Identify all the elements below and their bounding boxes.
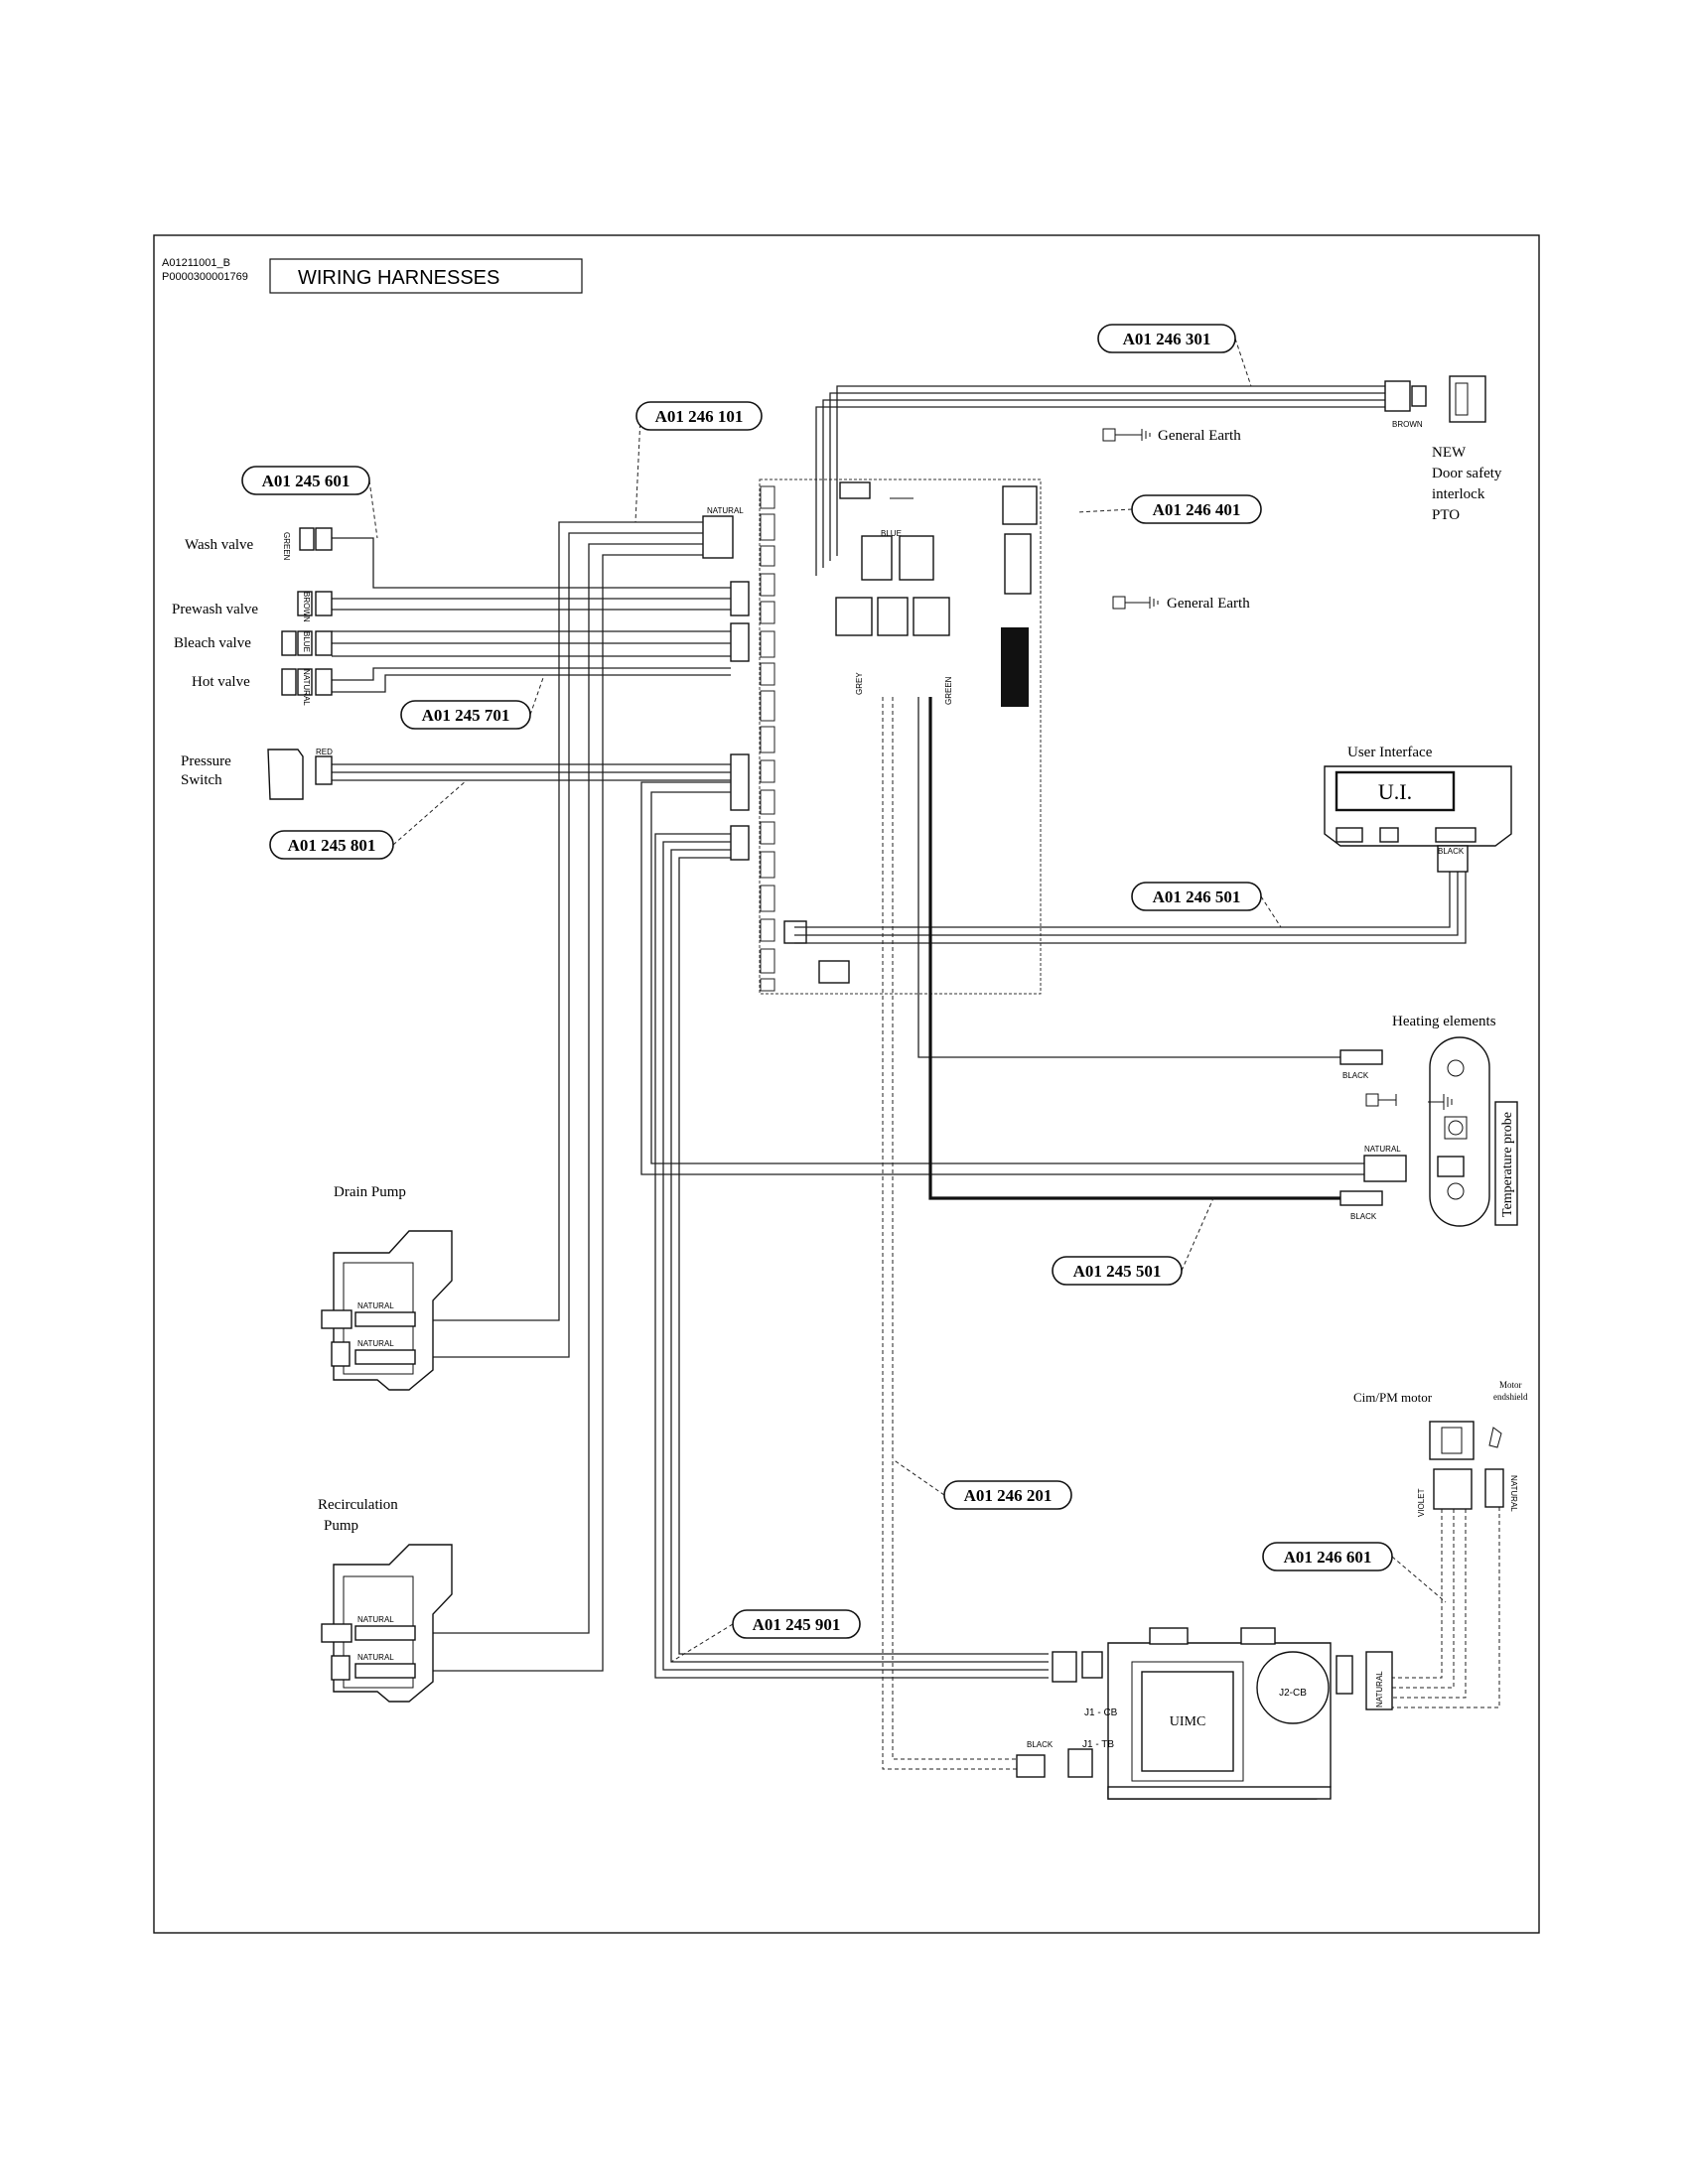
ui-display-text: U.I. [1378,779,1412,804]
black-cable-bundle [1001,627,1029,707]
recirc-label-2: Pump [324,1518,358,1534]
page-title: WIRING HARNESSES [298,267,499,289]
valves-group: Wash valve GREEN Prewash valve BROWN Ble… [172,506,953,800]
wire-color-black-heat-2: BLACK [1350,1212,1377,1221]
wire-color-brown-valve: BROWN [302,592,311,622]
pressure-label-2: Switch [181,772,222,788]
part-a01-246-601: A01 246 601 [1284,1548,1372,1567]
temperature-probe-label: Temperature probe [1500,1112,1515,1217]
recirc-label-1: Recirculation [318,1497,398,1513]
wire-color-natural-motor: NATURAL [1509,1475,1518,1512]
heating-elements-label: Heating elements [1392,1014,1496,1029]
part-a01-246-401: A01 246 401 [1153,500,1241,519]
uimc-module: UIMC J2-CB J1 - CB BLACK J1 - TB NATURAL [1016,1627,1393,1800]
drain-pump: Drain Pump NATURAL NATURAL [321,1184,453,1391]
general-earth-2-label: General Earth [1167,596,1250,612]
earth-icon [1365,1093,1397,1107]
part-a01-246-201: A01 246 201 [964,1486,1053,1505]
wire-color-violet: VIOLET [1417,1488,1426,1517]
earth-icon [1102,428,1151,442]
wire-color-natural-recirc-2: NATURAL [357,1653,394,1662]
wire-color-natural-heat: NATURAL [1364,1145,1401,1154]
j2-cb-label: J2-CB [1279,1688,1307,1699]
doc-ref: P0000300001769 [162,271,248,283]
part-a01-246-501: A01 246 501 [1153,887,1241,906]
drain-pump-label: Drain Pump [334,1184,406,1200]
j1-tb-label: J1 - TB [1082,1739,1114,1750]
motor-endshield-label-1: Motor [1499,1380,1522,1390]
doc-code: A01211001_B [162,257,230,269]
bleach-valve-label: Bleach valve [174,635,251,651]
wire-harness-lines [332,385,1500,1770]
hot-valve-label: Hot valve [192,674,250,690]
title-box [269,258,583,294]
user-interface-module: User Interface U.I. BLACK [1324,745,1512,873]
heating-elements-group: Heating elements BLACK NATURAL BLACK Tem… [1339,1014,1518,1227]
general-earth-1-label: General Earth [1158,428,1241,444]
part-number-callouts: A01 246 301 A01 246 101 A01 245 601 A01 … [241,324,1447,1663]
wire-color-black-heat-1: BLACK [1342,1071,1369,1080]
pressure-label-1: Pressure [181,753,231,769]
wire-color-black-ui: BLACK [1438,847,1465,856]
main-control-board [702,478,1042,995]
wire-color-natural-drain-2: NATURAL [357,1339,394,1348]
wire-color-natural-valve: NATURAL [302,669,311,706]
wire-color-natural-board: NATURAL [707,506,744,515]
motor-endshield-label-2: endshield [1493,1392,1528,1402]
wire-color-red: RED [316,748,333,756]
wire-color-blue-board: BLUE [881,529,902,538]
door-label-2: Door safety [1432,466,1502,481]
wire-color-natural-recirc-1: NATURAL [357,1615,394,1624]
wire-color-green: GREEN [282,532,291,561]
wire-color-black-uimc: BLACK [1027,1740,1054,1749]
earth-and-door-group: General Earth General Earth BROWN NEW Do… [1102,375,1502,612]
wire-color-brown-door: BROWN [1392,420,1423,429]
part-a01-245-801: A01 245 801 [288,836,376,855]
diagram-frame [153,234,1540,1934]
user-interface-label: User Interface [1347,745,1433,760]
part-a01-245-601: A01 245 601 [262,472,351,490]
wire-color-natural-drain-1: NATURAL [357,1301,394,1310]
door-label-3: interlock [1432,486,1485,502]
uimc-label: UIMC [1170,1714,1206,1729]
part-a01-245-901: A01 245 901 [753,1615,841,1634]
earth-icon [1112,596,1159,610]
wire-color-natural-uimc: NATURAL [1375,1671,1384,1707]
part-a01-246-101: A01 246 101 [655,407,744,426]
motor-group: Cim/PM motor Motor endshield VIOLET NATU… [1353,1380,1528,1517]
motor-label: Cim/PM motor [1353,1390,1433,1405]
wire-color-grey: GREY [855,672,864,695]
wash-valve-label: Wash valve [185,537,254,553]
part-a01-245-701: A01 245 701 [422,706,510,725]
j1-cb-label: J1 - CB [1084,1707,1118,1718]
door-label-4: PTO [1432,507,1460,523]
wire-color-green-board: GREEN [944,676,953,705]
door-label-1: NEW [1432,445,1467,461]
part-a01-245-501: A01 245 501 [1073,1262,1162,1281]
part-a01-246-301: A01 246 301 [1123,330,1211,348]
recirculation-pump: Recirculation Pump NATURAL NATURAL [318,1497,453,1703]
wire-color-blue-valve: BLUE [302,631,311,652]
prewash-valve-label: Prewash valve [172,602,258,617]
